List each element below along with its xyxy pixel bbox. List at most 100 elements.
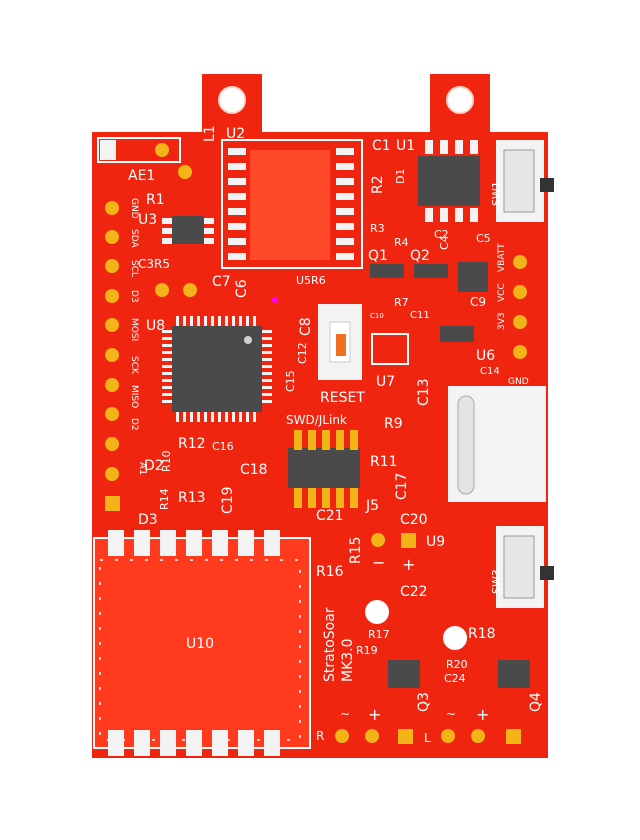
sign-plus-left: +	[368, 705, 381, 724]
ref-c24: C24	[444, 672, 466, 685]
ref-c6: C6	[234, 279, 250, 298]
ref-u1: U1	[396, 138, 415, 154]
ref-c21: C21	[316, 508, 344, 524]
ref-r9: R9	[384, 416, 403, 432]
pin-label-sda: SDA	[129, 229, 139, 248]
ref-u9: U9	[426, 534, 445, 550]
ref-c15: C15	[284, 370, 297, 392]
ref-r12: R12	[178, 436, 206, 452]
pin-label-3v3: 3V3	[497, 312, 507, 330]
ref-r7: R7	[394, 296, 409, 309]
ref-d3: D3	[138, 512, 158, 528]
ref-r15: R15	[348, 536, 364, 564]
ref-r3: R3	[370, 222, 385, 235]
ref-c11: C11	[410, 310, 430, 321]
ref-u7: U7	[376, 374, 395, 390]
sign-plus-right: +	[476, 705, 489, 724]
ref-r20: R20	[446, 658, 468, 671]
ref-c4: C4	[438, 235, 451, 250]
ref-swd: SWD/JLink	[286, 413, 347, 427]
sign-l: L	[424, 731, 431, 745]
mount-hole-mid-left	[365, 600, 389, 624]
pin-label-scl: SCL	[129, 260, 139, 277]
pin-label-gnd-right: GND	[508, 377, 529, 387]
u10-module	[93, 530, 311, 756]
ref-c5: C5	[476, 232, 491, 245]
ref-c7: C7	[212, 274, 231, 290]
ref-c1: C1	[372, 138, 391, 154]
ref-c20: C20	[400, 512, 428, 528]
ref-q1: Q1	[368, 248, 388, 264]
ref-c8: C8	[298, 317, 314, 336]
ref-r10: R10	[160, 450, 173, 472]
ref-r1: R1	[146, 192, 165, 208]
pin-label-vbatt: VBATT	[497, 243, 507, 272]
ref-c18: C18	[240, 462, 268, 478]
sw1-switch[interactable]	[496, 140, 554, 222]
u2-module	[221, 139, 363, 269]
brand-version: MK3.0	[340, 638, 356, 682]
u8-mcu	[162, 316, 272, 422]
ref-u2: U2	[226, 126, 245, 142]
u1-chip	[418, 140, 480, 222]
ref-c14: C14	[480, 366, 500, 377]
pin-label-d3: D3	[129, 290, 139, 303]
q4-part	[498, 660, 530, 688]
ref-a1: A1	[137, 462, 148, 475]
ref-q4: Q4	[528, 692, 544, 712]
mount-hole-right	[446, 86, 474, 114]
ref-r13: R13	[178, 490, 206, 506]
ref-c10: C10	[370, 312, 384, 320]
q1-part	[370, 264, 404, 278]
left-pin-labels: GND SDA SCL D3 MOSI SCK MISO D2	[129, 198, 139, 431]
ref-d2: D2	[144, 458, 164, 474]
q3-part	[388, 660, 420, 688]
u3-chip	[162, 216, 214, 244]
ref-c2: C2	[434, 228, 449, 241]
sign-r: R	[316, 729, 324, 743]
ref-u10: U10	[186, 636, 214, 652]
ref-q2: Q2	[410, 248, 430, 264]
usb-c-connector	[448, 386, 546, 502]
pin-label-vcc: VCC	[497, 283, 507, 302]
sign-plus: +	[402, 555, 415, 574]
bottom-gold-pads	[335, 533, 521, 744]
ref-sw3: SW3	[490, 569, 503, 594]
ref-u8: U8	[146, 318, 165, 334]
pin-label-sck: SCK	[129, 356, 139, 375]
left-header-pins	[105, 201, 197, 511]
mount-hole-left	[218, 86, 246, 114]
test-point-marker	[272, 297, 278, 303]
silkscreen-refs: L1 U2 C1 U1 AE1 R1 R2 D1 SW1 U3 R3 R4 C2…	[128, 125, 544, 712]
ref-r18: R18	[468, 626, 496, 642]
ref-j5: J5	[365, 498, 379, 514]
ref-c22: C22	[400, 584, 428, 600]
u5-chip	[458, 262, 488, 292]
pin-label-miso: MISO	[129, 385, 139, 408]
ref-c13: C13	[416, 378, 432, 406]
mount-hole-mid-right	[443, 626, 467, 650]
ref-reset: RESET	[320, 390, 365, 406]
ref-d1: D1	[394, 169, 407, 184]
ref-r11: R11	[370, 454, 398, 470]
sw3-switch[interactable]	[496, 526, 554, 608]
ref-r4: R4	[394, 236, 409, 249]
ref-c17: C17	[394, 472, 410, 500]
u7-chip	[371, 333, 409, 365]
q2-part	[414, 264, 448, 278]
right-pin-labels: VBATT VCC 3V3 GND	[497, 243, 529, 387]
ref-u6: U6	[476, 348, 495, 364]
reset-button[interactable]	[318, 304, 362, 380]
ref-sw1: SW1	[490, 181, 503, 206]
ref-c16: C16	[212, 440, 234, 453]
ref-u5r6: U5R6	[296, 274, 326, 287]
ref-c12: C12	[296, 342, 309, 364]
ref-ae1: AE1	[128, 168, 155, 184]
ref-r16: R16	[316, 564, 344, 580]
sign-tilde-right: ~	[446, 707, 456, 721]
u6-chip	[440, 326, 474, 342]
ref-c19: C19	[220, 486, 236, 514]
ref-r19: R19	[356, 644, 378, 657]
